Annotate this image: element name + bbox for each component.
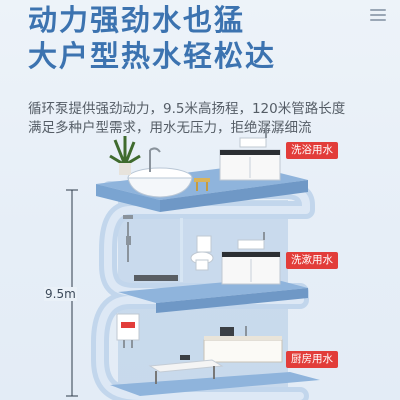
vanity-top (219, 128, 281, 181)
water-heater (116, 313, 140, 348)
headline-line1: 动力强劲水也猛 (28, 3, 246, 37)
height-label: 9.5m (44, 287, 77, 301)
vanity-middle (221, 232, 281, 285)
tag-kitchen-water: 厨房用水 (286, 351, 338, 368)
kitchen-counter (203, 326, 283, 363)
toilet (190, 235, 214, 271)
stool (194, 178, 210, 182)
hamburger-menu-icon[interactable] (370, 6, 386, 24)
coffee-table (148, 355, 224, 384)
glass-partition (180, 218, 183, 282)
shower (123, 215, 178, 281)
description-line2: 满足多种户型需求，用水无压力，拒绝潺潺细流 (28, 120, 312, 136)
tag-bath-water: 洗浴用水 (286, 142, 338, 159)
pipe-shell (91, 181, 315, 400)
headline-line2: 大户型热水轻松达 (28, 39, 277, 73)
potted-plant (109, 136, 141, 175)
bathtub (127, 147, 193, 198)
description-line1: 循环泵提供强劲动力，9.5米高扬程，120米管路长度 (28, 101, 346, 117)
floor-bottom (110, 372, 320, 396)
tag-wash-water: 洗漱用水 (286, 252, 338, 269)
